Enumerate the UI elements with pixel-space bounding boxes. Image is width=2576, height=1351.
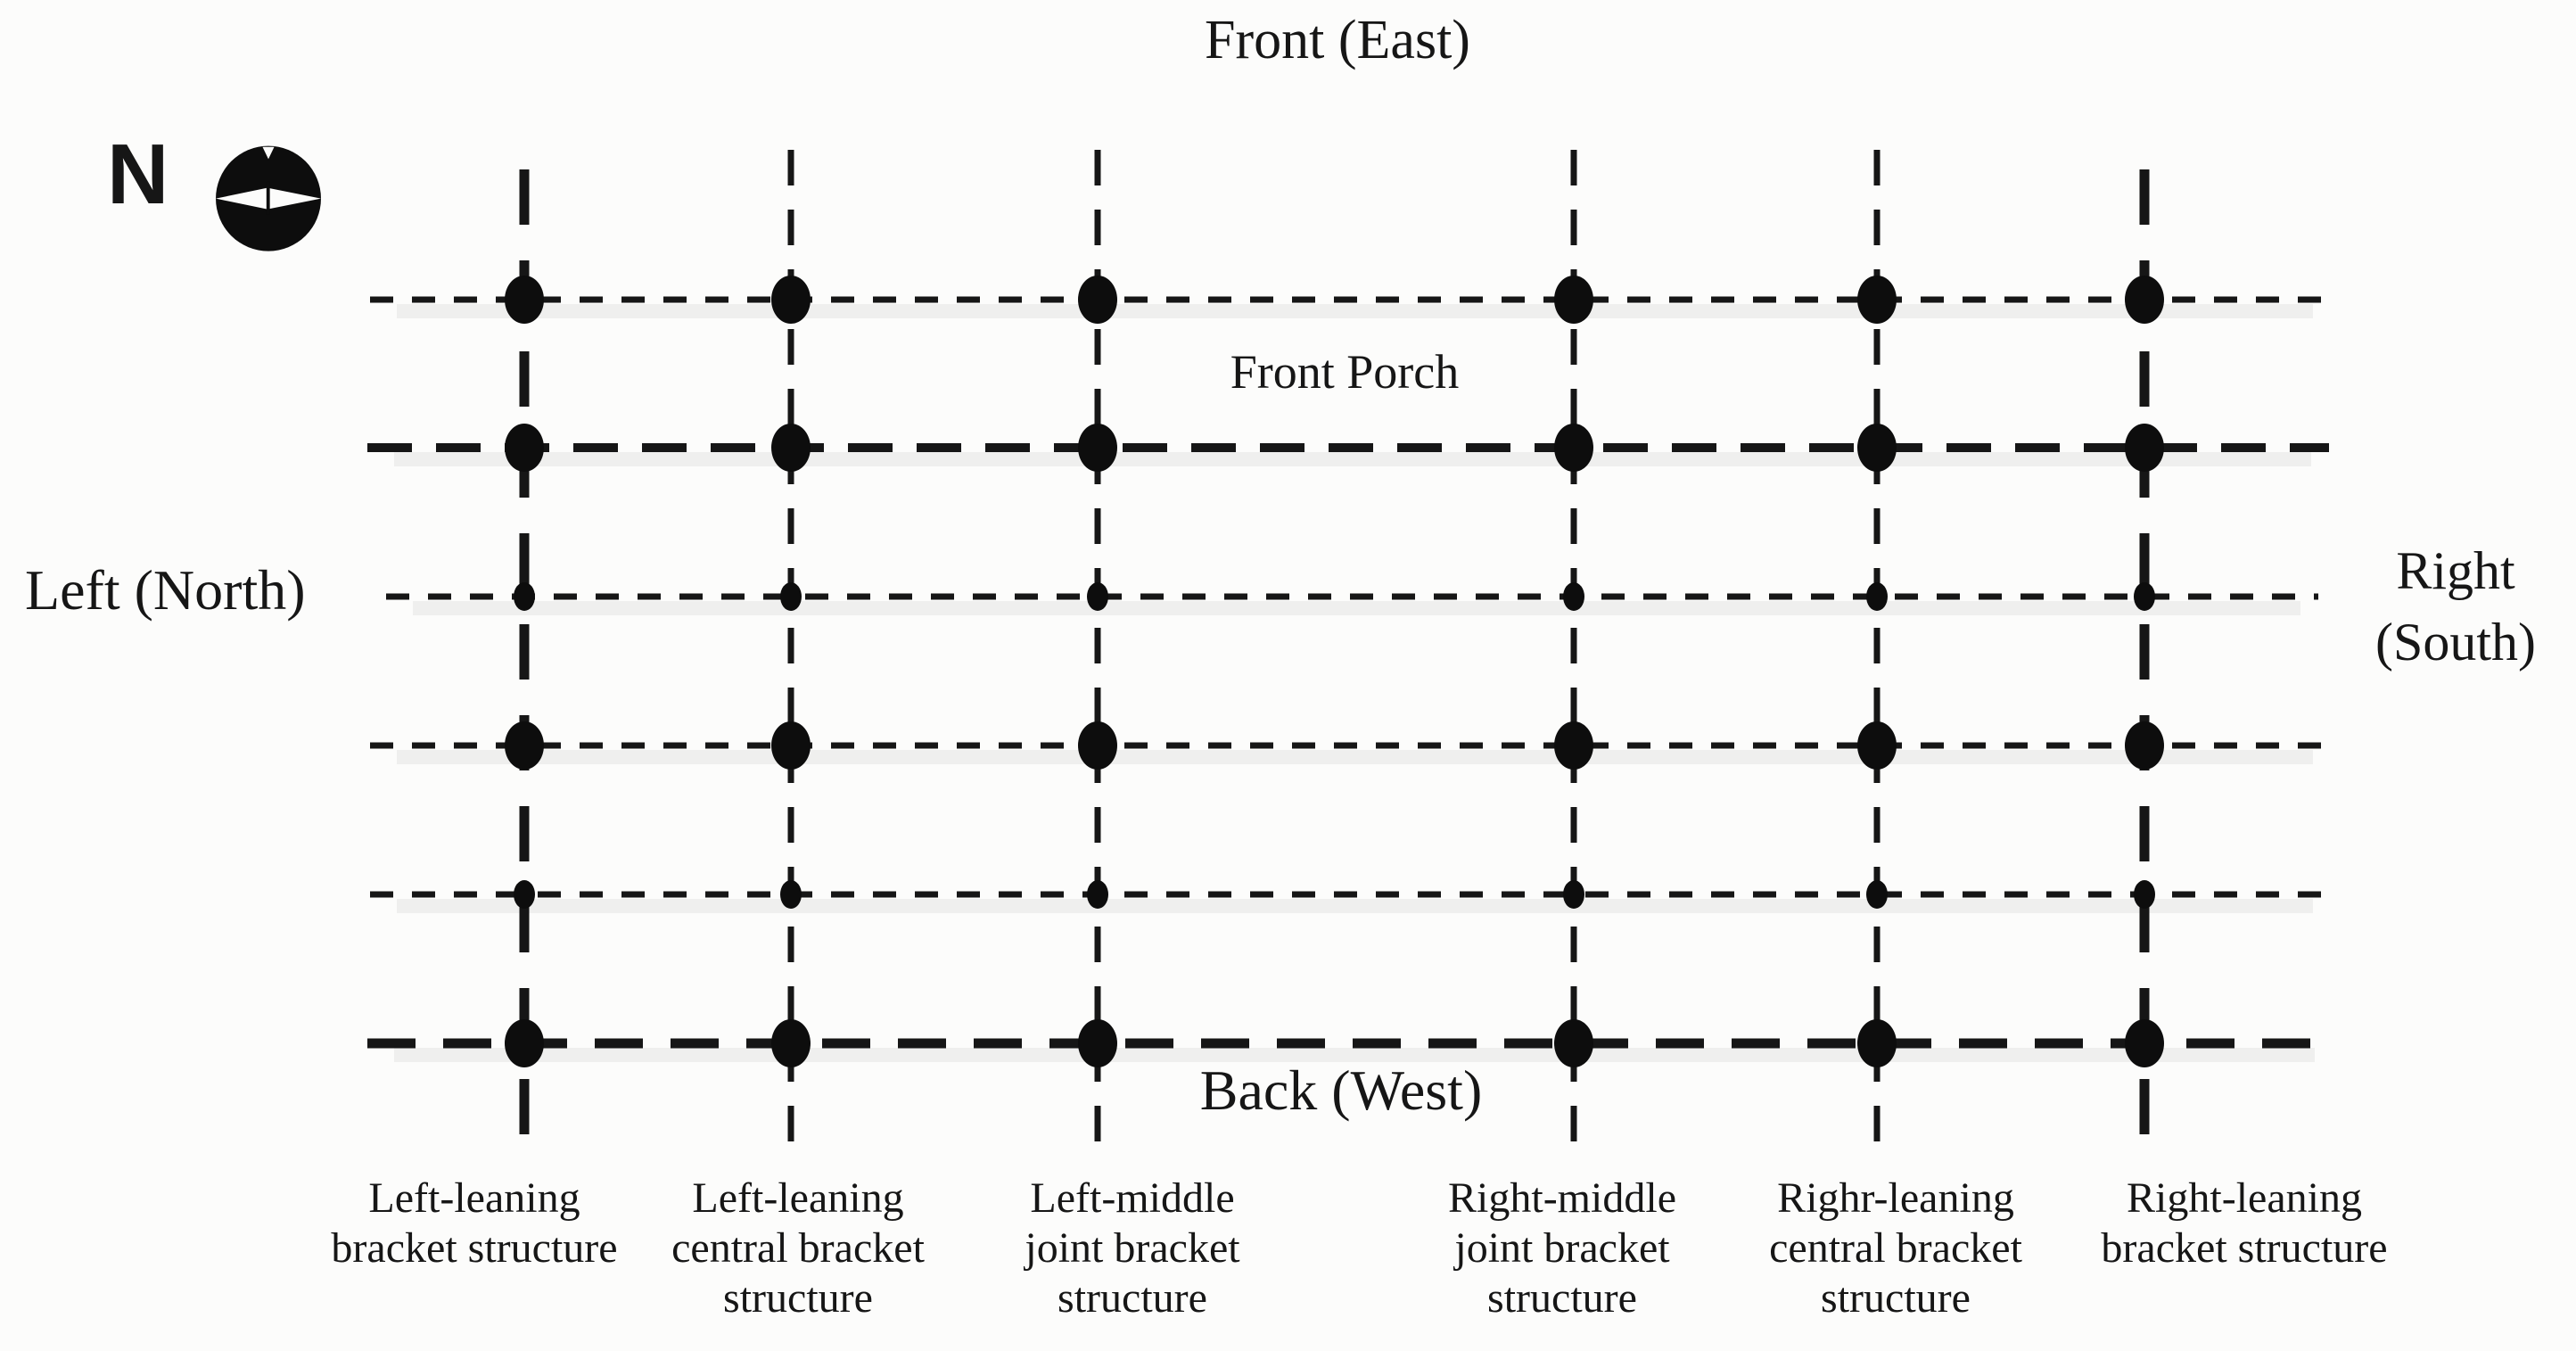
label-left-north: Left (North) [25, 558, 306, 622]
compass-icon [216, 145, 321, 251]
page-title: Front (East) [1205, 10, 1470, 70]
compass-north-label: N [107, 127, 169, 222]
column-label-right-leaning-bracket: Right-leaning bracket structure [2101, 1174, 2388, 1273]
label-back-west: Back (West) [1199, 1059, 1483, 1122]
label-right-south: Right (South) [2375, 541, 2536, 671]
column-label-right-middle-joint-bracket: Right-middle joint bracket structure [1448, 1174, 1676, 1322]
column-label-left-leaning-bracket: Left-leaning bracket structure [331, 1174, 618, 1273]
column-label-left-middle-joint-bracket: Left-middle joint bracket structure [1025, 1174, 1240, 1322]
label-front-porch: Front Porch [1230, 345, 1460, 399]
column-label-right-leaning-central-bracket: Righr-leaning central bracket structure [1769, 1174, 2022, 1322]
column-label-left-leaning-central-bracket: Left-leaning central bracket structure [671, 1174, 925, 1322]
